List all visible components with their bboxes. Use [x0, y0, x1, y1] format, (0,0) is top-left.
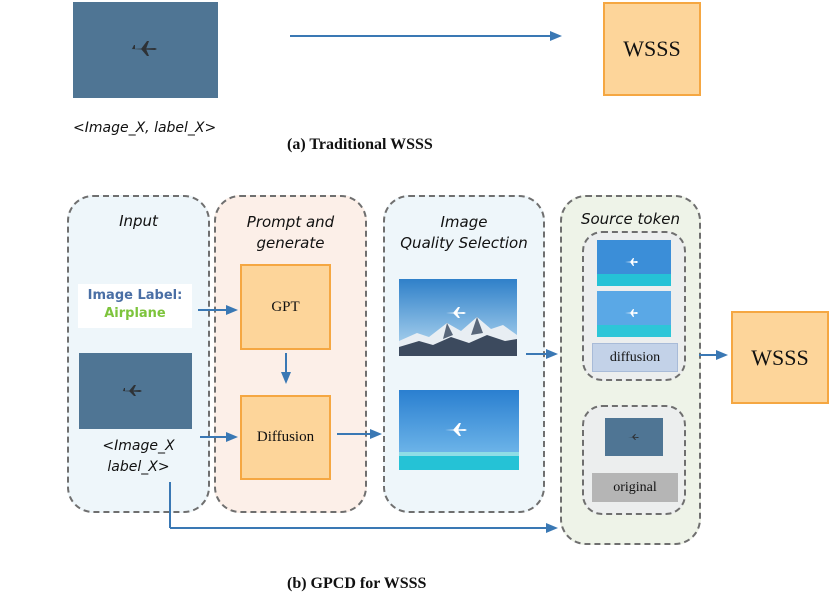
sea-image [399, 390, 519, 470]
airplane-icon [628, 434, 639, 440]
diffusion-label: Diffusion [256, 429, 315, 445]
gpt-label: GPT [271, 298, 300, 315]
token-image-original [605, 418, 663, 456]
wsss-box-bottom: WSSS [731, 311, 829, 404]
caption-a: (a) Traditional WSSS [287, 136, 433, 153]
generated-image-mountains [399, 279, 517, 356]
image-label-value: Airplane [104, 306, 166, 321]
diffusion-token-label: diffusion [609, 349, 661, 365]
caption-b: (b) GPCD for WSSS [287, 575, 427, 592]
mountain-image [399, 279, 517, 356]
input-image-label-line1: <Image_X [102, 438, 175, 454]
original-token-label: original [613, 479, 657, 495]
source-title: Source token [580, 210, 681, 228]
diffusion-token: diffusion [592, 343, 678, 372]
sea-image [597, 291, 671, 337]
airplane-icon [122, 385, 142, 396]
original-token: original [592, 473, 678, 502]
generated-image-sea [399, 390, 519, 470]
input-image-label: <Image_X label_X> [67, 436, 210, 478]
input-title: Input [119, 212, 158, 230]
diffusion-box: Diffusion [240, 395, 331, 480]
arrow-top [290, 31, 562, 41]
token-image-1 [597, 240, 671, 286]
sea-image [597, 240, 671, 286]
quality-title-line2: Quality Selection [400, 234, 528, 252]
quality-title: Image Quality Selection [383, 212, 545, 254]
input-image-top [73, 2, 218, 98]
wsss-box-top: WSSS [603, 2, 701, 96]
prompt-title-line2: generate [256, 234, 325, 252]
input-image-label-line2: label_X> [107, 459, 170, 475]
prompt-title-line1: Prompt and [246, 213, 335, 231]
input-label-top: <Image_X, label_X> [73, 120, 217, 136]
input-image-bottom [79, 353, 192, 429]
wsss-label-top: WSSS [623, 36, 681, 61]
quality-title-line1: Image [440, 213, 488, 231]
wsss-label-bottom: WSSS [751, 344, 809, 370]
image-label-key: Image Label: [87, 288, 183, 303]
airplane-icon [131, 41, 157, 56]
image-label-box: Image Label: Airplane [78, 284, 192, 328]
prompt-title: Prompt and generate [214, 212, 367, 254]
gpt-box: GPT [240, 264, 331, 350]
token-image-2 [597, 291, 671, 337]
